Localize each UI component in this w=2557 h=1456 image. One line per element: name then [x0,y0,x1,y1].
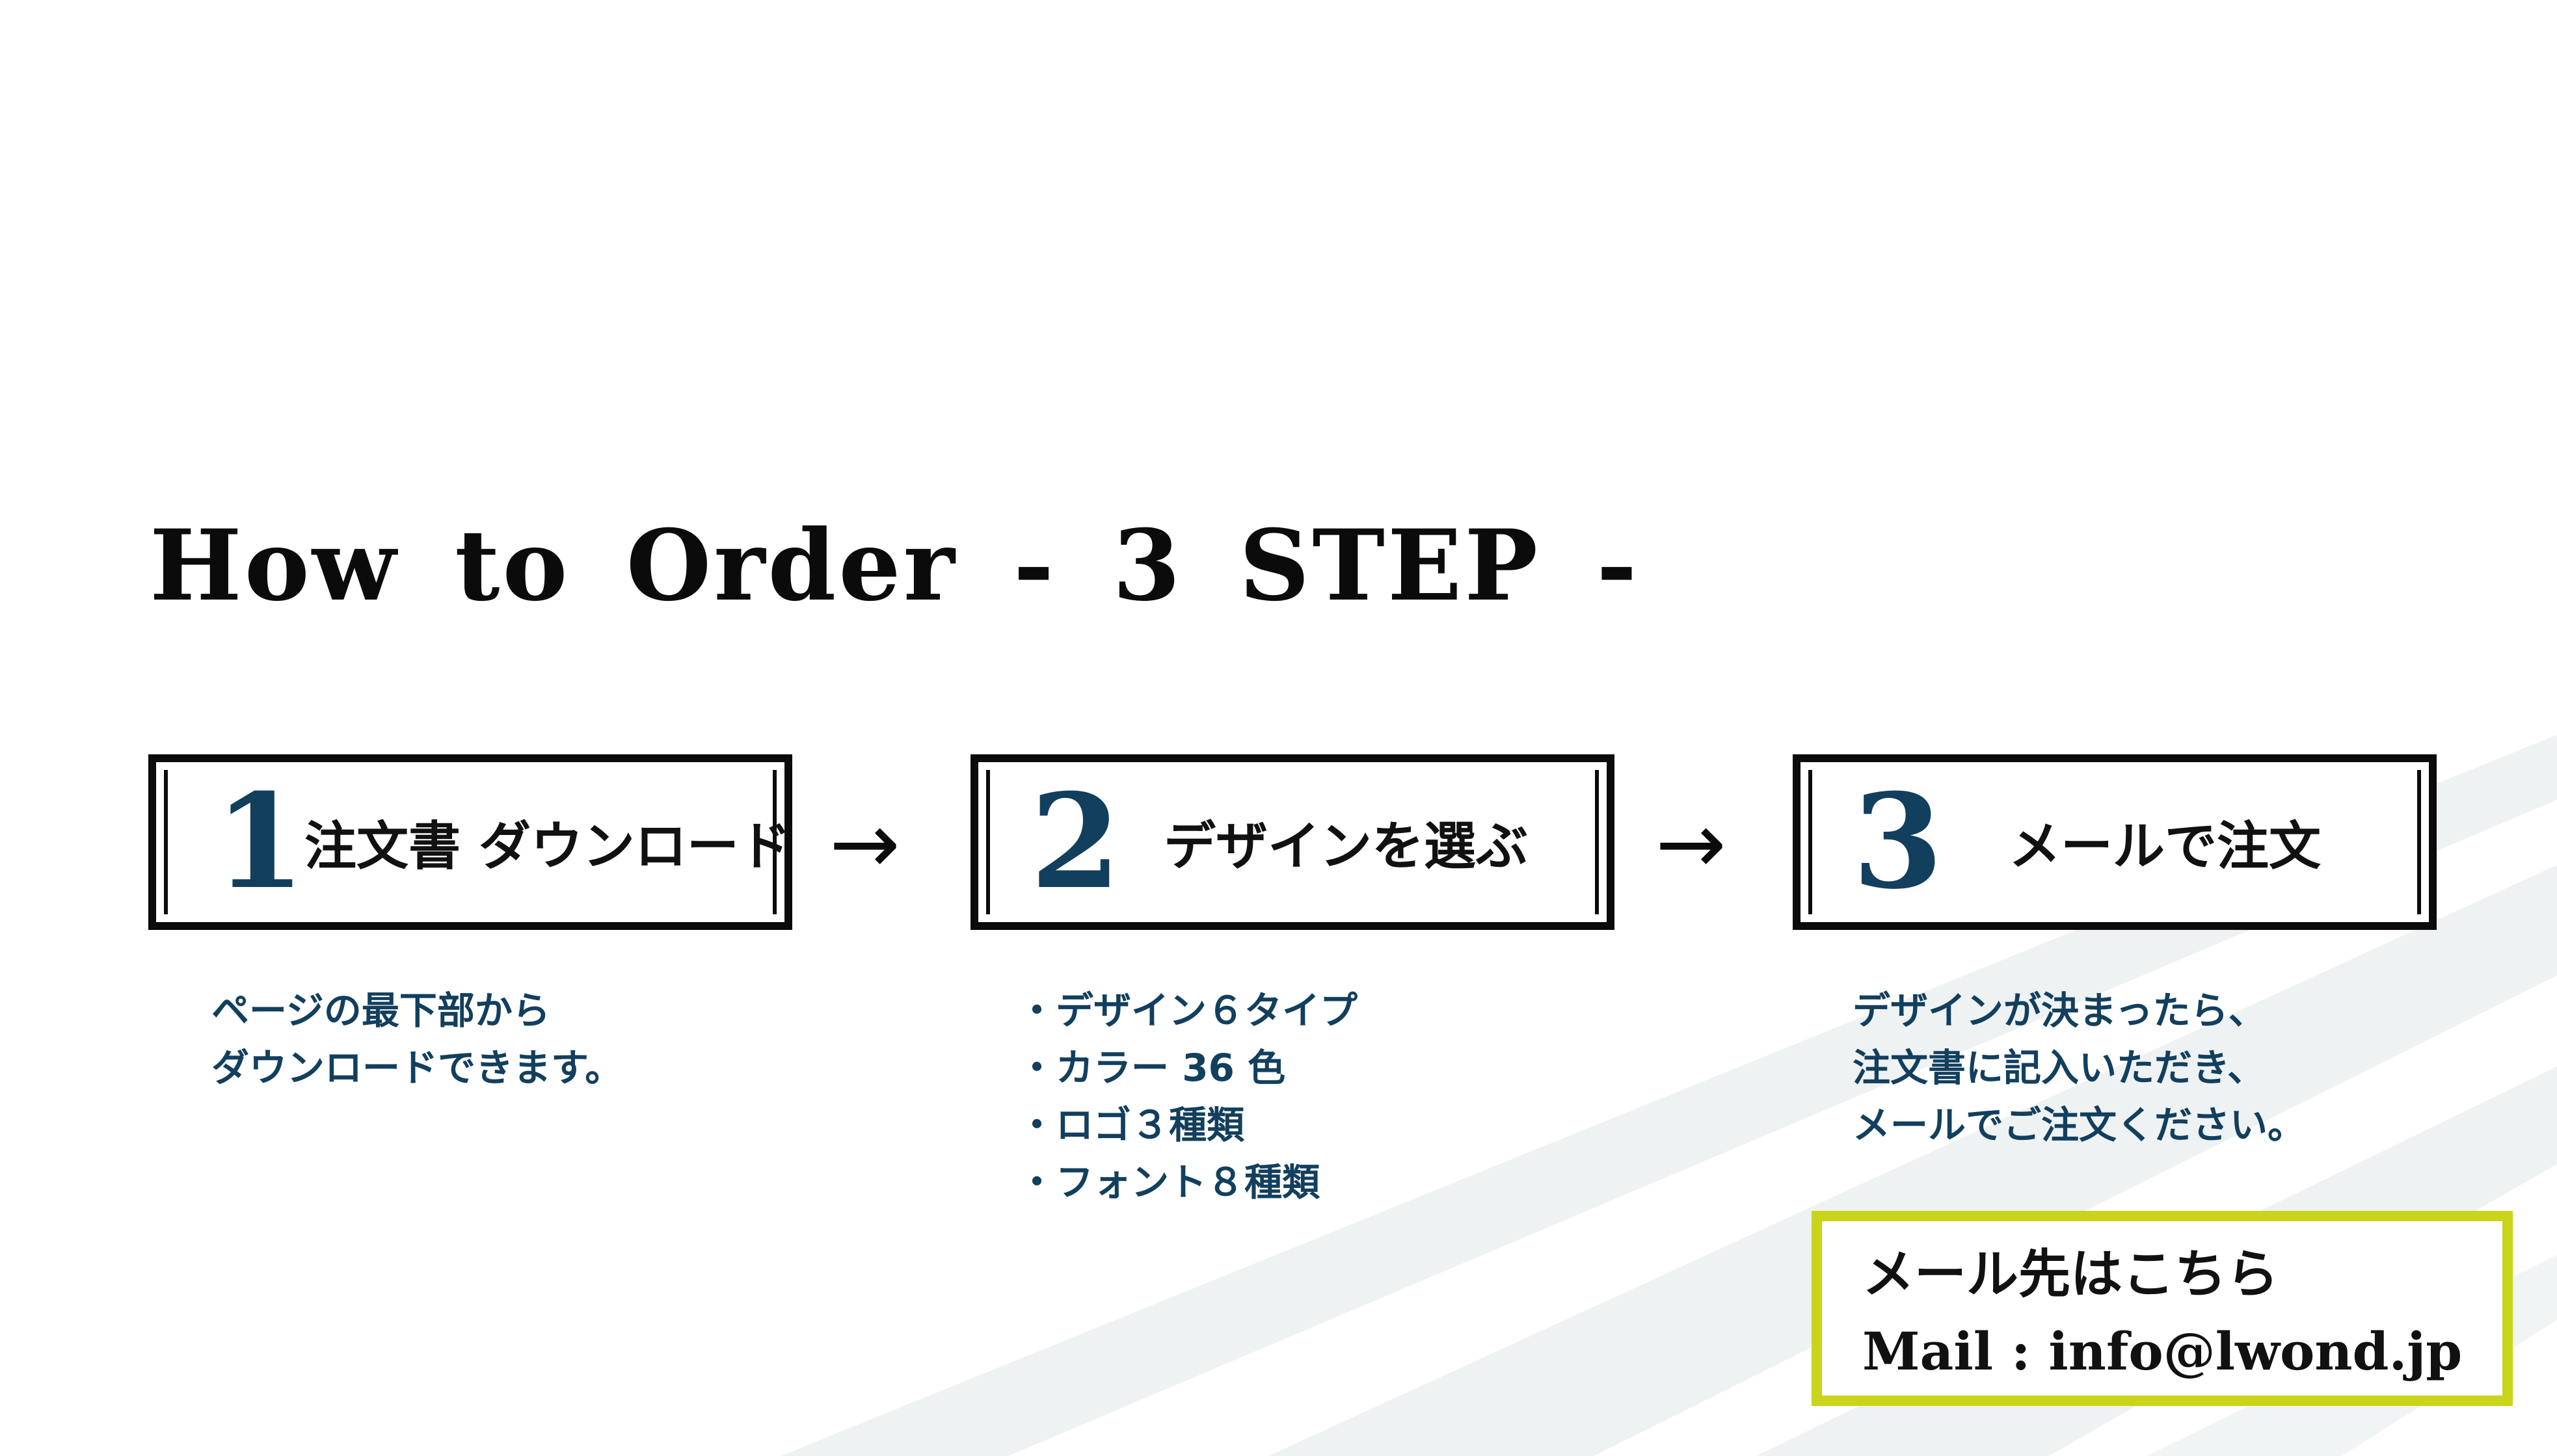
step-3-box: 3 メールで注文 [1793,754,2437,930]
contact-email[interactable]: Mail : info@lwond.jp [1862,1321,2463,1382]
step-1-number: 1 [215,765,306,918]
step-2-desc-line: ・フォント８種類 [1018,1160,1320,1204]
step-3-frame [1808,770,2421,914]
step-1-desc-line: ページの最下部から [211,988,550,1033]
step-3-desc-line: メールでご注文ください。 [1853,1103,2306,1147]
step-1-desc-line: ダウンロードできます。 [211,1046,623,1090]
page-title: How to Order - 3 STEP - [150,509,1640,623]
step-2-number: 2 [1030,765,1121,918]
step-1-description: ページの最下部から ダウンロードできます。 [211,982,623,1096]
step-1-box: 1 注文書 ダウンロード [148,754,792,930]
step-2-frame [986,770,1599,914]
contact-box: メール先はこちら Mail : info@lwond.jp [1812,1211,2513,1406]
arrow-2-icon: → [1655,794,1726,893]
step-3-description: デザインが決まったら、 注文書に記入いただき、 メールでご注文ください。 [1853,982,2305,1154]
step-2-desc-line: ・デザイン６タイプ [1018,988,1358,1033]
contact-heading: メール先はこちら [1862,1244,2279,1304]
step-1-frame [164,770,777,914]
arrow-1-icon: → [829,794,900,893]
step-1-label: 注文書 ダウンロード [304,816,791,877]
step-2-desc-line: ・カラー 36 色 [1018,1046,1286,1090]
step-3-desc-line: 注文書に記入いただき、 [1853,1046,2265,1090]
step-2-box: 2 デザインを選ぶ [971,754,1614,930]
step-3-label: メールで注文 [2009,816,2321,877]
step-2-desc-line: ・ロゴ３種類 [1018,1103,1245,1147]
step-2-label: デザインを選ぶ [1164,816,1528,877]
step-3-desc-line: デザインが決まったら、 [1853,988,2266,1033]
step-2-description: ・デザイン６タイプ ・カラー 36 色 ・ロゴ３種類 ・フォント８種類 [1018,982,1358,1211]
step-3-number: 3 [1853,765,1944,918]
